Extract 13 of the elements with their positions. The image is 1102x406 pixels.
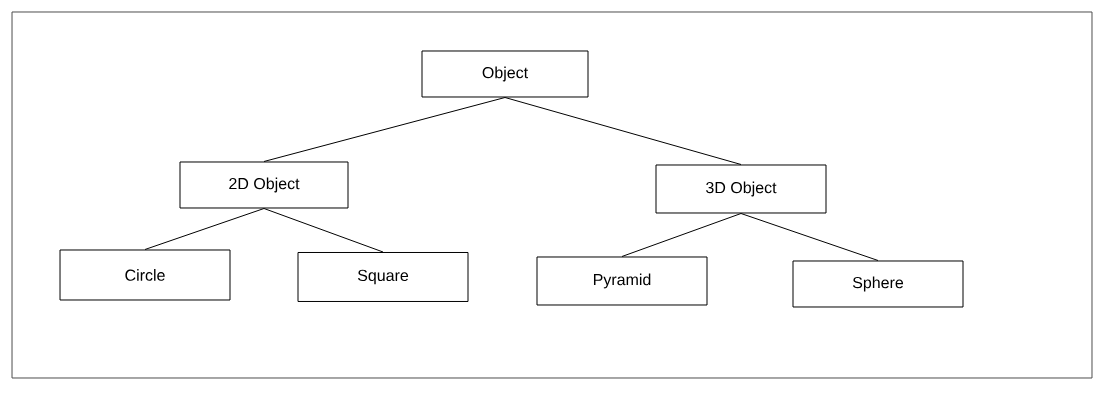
- connector-line: [621, 213, 742, 257]
- class-box: Sphere: [792, 260, 964, 308]
- class-box: Circle: [59, 249, 231, 301]
- class-box: Object: [421, 50, 589, 98]
- connector-line: [740, 213, 879, 261]
- class-box: 2D Object: [179, 161, 349, 209]
- class-box: Square: [297, 252, 469, 302]
- class-box: Pyramid: [536, 256, 708, 306]
- connector-line: [144, 208, 265, 250]
- connector-line: [263, 208, 384, 253]
- class-box: 3D Object: [655, 164, 827, 214]
- connector-line: [504, 97, 742, 165]
- connector-line: [263, 97, 506, 162]
